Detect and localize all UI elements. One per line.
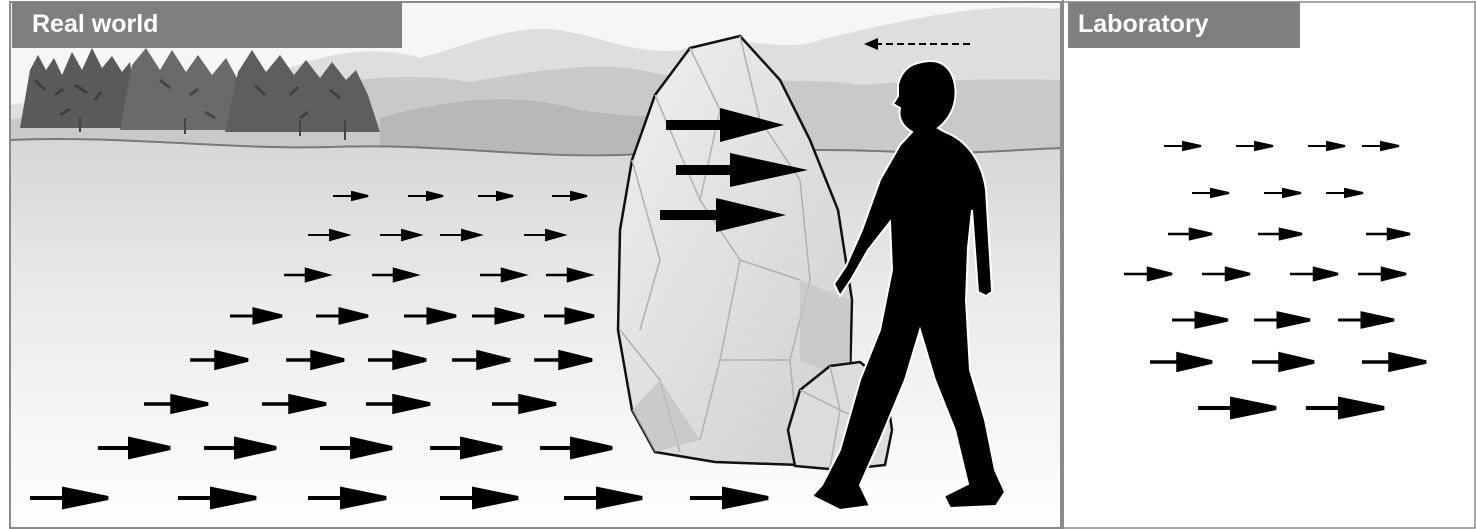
real-world-panel: Real world <box>0 0 1062 529</box>
lab-flow-arrows <box>1124 142 1426 417</box>
laboratory-panel: Laboratory <box>1062 0 1476 529</box>
real-world-scene <box>0 0 1062 529</box>
laboratory-scene <box>1062 0 1476 529</box>
real-world-label: Real world <box>12 2 402 48</box>
laboratory-label: Laboratory <box>1068 2 1300 48</box>
laboratory-frame <box>1063 2 1475 528</box>
